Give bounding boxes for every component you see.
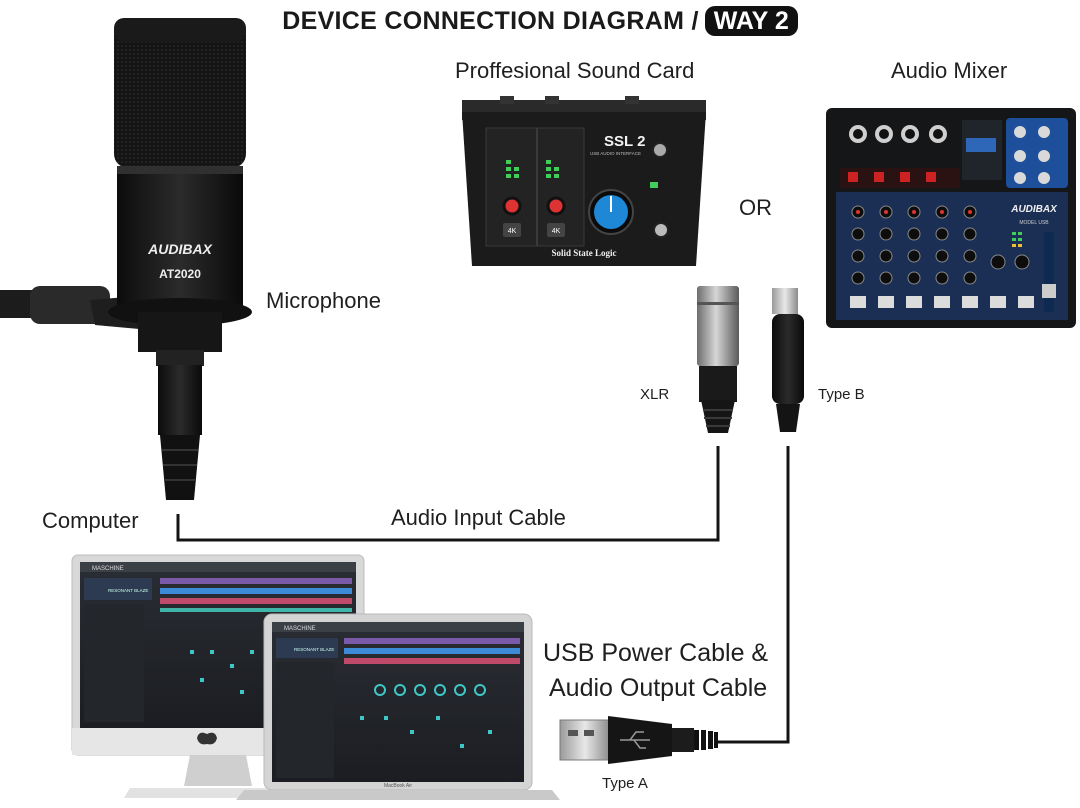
monitor-patch-name: RESONANT BLAZE (108, 588, 148, 593)
usb-type-b-plug-image (772, 288, 804, 432)
type-a-label: Type A (602, 775, 648, 792)
card-4k-left: 4K (508, 228, 517, 235)
laptop-image: MASCHINE RESONANT BLAZE MacBook Air (236, 613, 560, 800)
card-model-text: SSL 2 (604, 133, 645, 150)
xlr-plug-image (697, 286, 739, 433)
usb-cable-line (716, 446, 790, 744)
monitor-app-name: MASCHINE (92, 566, 124, 572)
audio-mixer-label: Audio Mixer (891, 58, 1008, 83)
mic-model-text: AT2020 (159, 267, 201, 281)
sound-card-label: Proffesional Sound Card (455, 58, 695, 83)
microphone-label: Microphone (266, 288, 381, 313)
mixer-model-text: MODEL USB (1019, 220, 1049, 226)
title-badge: WAY 2 (704, 6, 798, 36)
mic-brand-logo: AUDIBAX (147, 241, 213, 257)
cables (176, 446, 790, 744)
mixer-image: AUDIBAX MODEL USB (826, 108, 1076, 328)
diagram-title: DEVICE CONNECTION DIAGRAM / WAY 2 (0, 4, 1080, 38)
audio-input-cable-label: Audio Input Cable (391, 505, 566, 530)
audio-input-cable-line (176, 446, 720, 542)
type-b-label: Type B (818, 386, 865, 403)
xlr-label: XLR (640, 386, 670, 403)
sound-card-image: 4K 4K SSL 2 USB AUDIO INTERFACE Solid St… (462, 96, 706, 266)
card-brand-text: Solid State Logic (551, 248, 616, 258)
or-label: OR (739, 195, 772, 220)
usb-type-a-plug-image (559, 716, 718, 764)
title-text: DEVICE CONNECTION DIAGRAM / (282, 6, 699, 35)
laptop-app-name: MASCHINE (284, 626, 316, 632)
microphone-image: AUDIBAX AT2020 (0, 18, 252, 500)
usb-cable-label-line1: USB Power Cable & (543, 639, 769, 667)
mixer-brand-text: AUDIBAX (1010, 204, 1058, 215)
laptop-patch-name: RESONANT BLAZE (294, 647, 334, 652)
computer-label: Computer (42, 508, 139, 533)
card-4k-right: 4K (552, 228, 561, 235)
laptop-brand-text: MacBook Air (384, 783, 412, 789)
usb-cable-label-line2: Audio Output Cable (549, 674, 768, 702)
card-subtitle-text: USB AUDIO INTERFACE (590, 151, 641, 156)
